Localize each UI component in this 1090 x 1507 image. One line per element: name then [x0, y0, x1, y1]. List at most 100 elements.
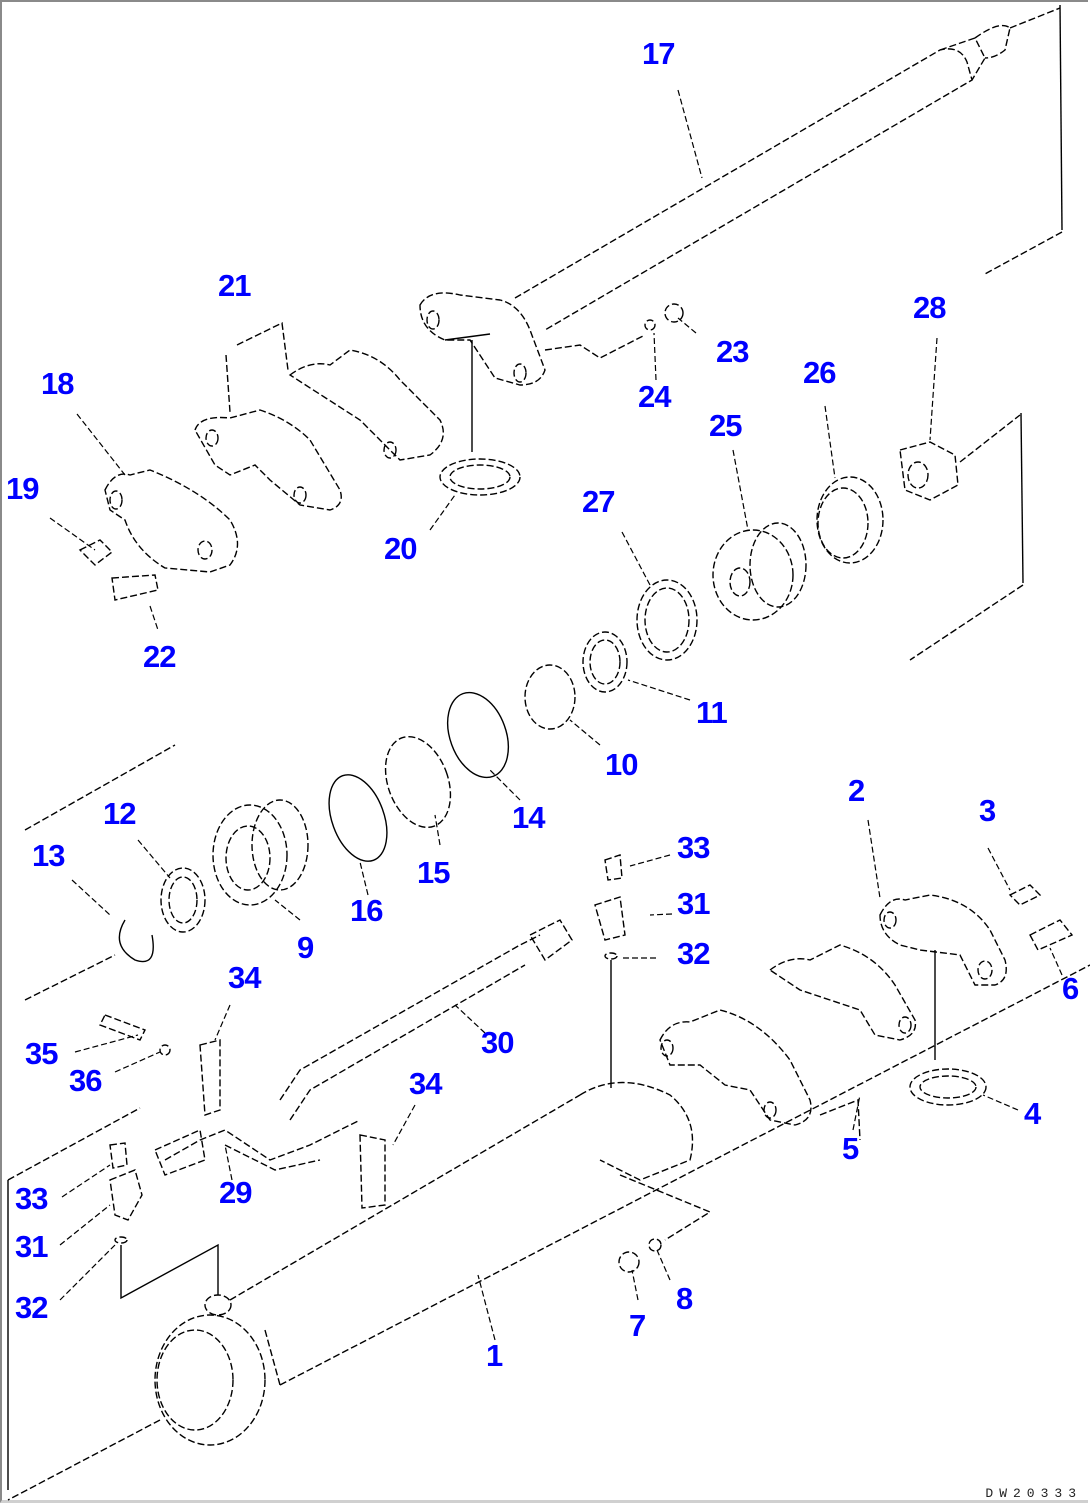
piston-ring-27-inner — [644, 587, 690, 653]
callout-5[interactable]: 5 — [842, 1131, 859, 1166]
callout-27[interactable]: 27 — [582, 484, 615, 519]
snap-ring-13 — [118, 919, 154, 963]
callout-24[interactable]: 24 — [638, 379, 671, 414]
o-ring-32a — [604, 952, 618, 960]
callout-9[interactable]: 9 — [297, 930, 314, 965]
callout-34a[interactable]: 34 — [228, 960, 261, 995]
callout-36[interactable]: 36 — [69, 1063, 102, 1098]
callout-7[interactable]: 7 — [629, 1308, 646, 1343]
callout-21[interactable]: 21 — [218, 268, 251, 303]
piston-rod-part — [514, 4, 1063, 331]
o-ring-32b — [114, 1236, 128, 1244]
tube-29 — [164, 1119, 361, 1171]
nut-28 — [899, 441, 959, 501]
bracket-cap-2 — [879, 894, 1007, 1060]
callout-35[interactable]: 35 — [25, 1036, 58, 1071]
callout-1[interactable]: 1 — [486, 1338, 503, 1373]
drawing-code: DW20333 — [985, 1486, 1082, 1501]
shim-set-5 — [659, 944, 917, 1141]
callout-14[interactable]: 14 — [512, 800, 545, 835]
leader-tube-bracket — [619, 1174, 712, 1241]
piston-ring-27 — [636, 579, 698, 661]
callout-17[interactable]: 17 — [642, 36, 675, 71]
callout-29[interactable]: 29 — [219, 1175, 252, 1210]
piston-25-back — [749, 522, 807, 608]
washer-36 — [159, 1044, 171, 1056]
callout-11[interactable]: 11 — [696, 695, 728, 730]
bushing-20-inner — [449, 464, 511, 490]
callout-10[interactable]: 10 — [605, 747, 638, 782]
bolt-22 — [111, 574, 159, 601]
frame-line-left-upper — [24, 744, 176, 831]
wear-ring-26-inner — [817, 487, 869, 559]
shim-set-21 — [194, 321, 444, 511]
callout-19[interactable]: 19 — [6, 471, 39, 506]
wear-ring-26 — [816, 476, 884, 564]
bushing-4 — [909, 1068, 987, 1106]
o-ring-14 — [446, 691, 510, 779]
callout-4[interactable]: 4 — [1024, 1096, 1041, 1131]
callout-26[interactable]: 26 — [803, 355, 836, 390]
tube-29-fitting — [154, 1128, 206, 1176]
callout-16[interactable]: 16 — [350, 893, 383, 928]
snap-ring-11-inner — [589, 639, 621, 685]
plug-33a — [604, 854, 623, 881]
callout-6[interactable]: 6 — [1062, 971, 1079, 1006]
callout-25[interactable]: 25 — [709, 408, 742, 443]
dust-seal-12 — [160, 867, 206, 933]
washer-24 — [644, 319, 656, 331]
cylinder-tube-1 — [7, 964, 1090, 1501]
elbow-31b — [109, 1169, 143, 1221]
tube-30 — [279, 934, 541, 1121]
callout-34b[interactable]: 34 — [409, 1066, 442, 1101]
lock-washer-3 — [1008, 884, 1042, 906]
bracket-cap-18 — [104, 469, 239, 573]
callout-13[interactable]: 13 — [32, 838, 65, 873]
bolt-35 — [99, 1014, 146, 1041]
frame-line-bottom — [909, 584, 1024, 661]
frame-line-vert — [1020, 412, 1024, 584]
washer-8 — [648, 1238, 662, 1252]
callout-31a[interactable]: 31 — [677, 886, 710, 921]
o-ring-16 — [328, 774, 388, 862]
leader-lines — [49, 89, 1063, 1341]
callout-23[interactable]: 23 — [716, 334, 749, 369]
callout-18[interactable]: 18 — [41, 366, 74, 401]
nut-7 — [618, 1251, 640, 1273]
plug-33b — [109, 1142, 128, 1169]
cylinder-head-9 — [212, 799, 309, 906]
frame-line-left-lower — [24, 954, 116, 1001]
callout-2[interactable]: 2 — [848, 773, 865, 808]
backup-ring-15 — [384, 735, 452, 829]
callout-33b[interactable]: 33 — [15, 1181, 48, 1216]
bolt-6 — [1029, 919, 1074, 951]
dust-seal-12-inner — [168, 876, 198, 924]
bushing-4-inner — [919, 1075, 977, 1099]
nut-23 — [664, 303, 684, 323]
bushing-20 — [439, 458, 521, 496]
piston-25-bore — [729, 567, 751, 597]
callout-31b[interactable]: 31 — [15, 1229, 48, 1264]
callout-8[interactable]: 8 — [676, 1281, 693, 1316]
piston-25 — [712, 529, 794, 621]
callout-32a[interactable]: 32 — [677, 936, 710, 971]
frame-line-left-top — [7, 1107, 141, 1181]
callout-28[interactable]: 28 — [913, 290, 946, 325]
tube-30-fitting — [529, 919, 573, 962]
callout-20[interactable]: 20 — [384, 531, 417, 566]
callout-12[interactable]: 12 — [103, 796, 136, 831]
callout-32b[interactable]: 32 — [15, 1290, 48, 1325]
callout-33a[interactable]: 33 — [677, 830, 710, 865]
clamp-34b — [359, 1134, 386, 1209]
leader-rod-washer — [544, 334, 646, 359]
frame-line-top — [959, 414, 1021, 463]
callout-15[interactable]: 15 — [417, 855, 450, 890]
bushing-10 — [524, 664, 576, 730]
callout-3[interactable]: 3 — [979, 793, 996, 828]
callout-22[interactable]: 22 — [143, 639, 176, 674]
lock-washer-19 — [78, 539, 114, 566]
callout-30[interactable]: 30 — [481, 1025, 514, 1060]
axis-line-fitting-lower — [120, 1243, 219, 1300]
